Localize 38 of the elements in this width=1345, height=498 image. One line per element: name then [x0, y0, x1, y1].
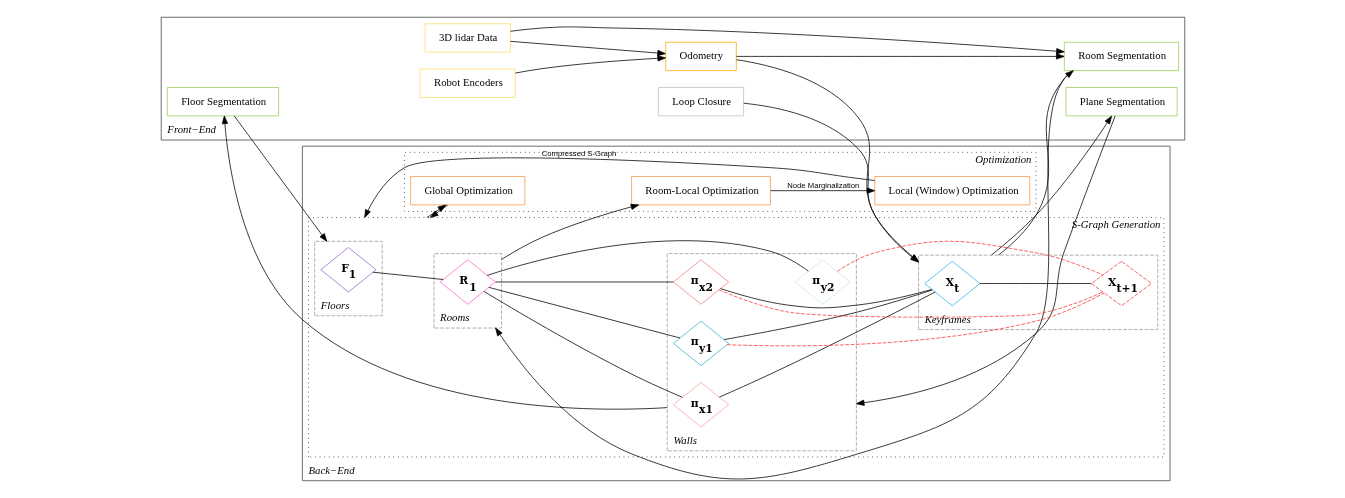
- node-box: Robot Encoders: [419, 68, 516, 98]
- connector: [723, 289, 933, 340]
- arrow: [509, 40, 666, 57]
- connector: [486, 240, 809, 276]
- arrow: [997, 70, 1074, 256]
- node-box: Room Segmentation: [1063, 41, 1179, 71]
- arrow: [514, 55, 666, 74]
- connector: [372, 271, 444, 280]
- arrow: [742, 102, 919, 262]
- arrow: [735, 53, 1064, 60]
- connector: [488, 287, 680, 339]
- arrow: [233, 115, 327, 242]
- arrow: [500, 203, 639, 260]
- arrow: [363, 157, 875, 218]
- connector: [718, 291, 936, 398]
- node-box: Local (Window) Optimization: [873, 176, 1030, 206]
- arrow: [509, 26, 1065, 55]
- node-box: Room-Local Optimization: [630, 176, 771, 206]
- node-box: Loop Closure: [657, 87, 744, 117]
- edge-label: Node Marginalization: [786, 181, 859, 191]
- node-box: Plane Segmentation: [1064, 87, 1177, 117]
- node-box: Global Optimization: [409, 176, 525, 206]
- node-box: Odometry: [664, 41, 737, 71]
- arrow: [221, 115, 668, 410]
- connector: [836, 240, 1103, 276]
- arrow: [735, 59, 919, 263]
- node-box: Floor Segmentation: [166, 87, 279, 117]
- connector: [726, 292, 1104, 347]
- connector: [483, 291, 683, 398]
- arrow: [769, 187, 875, 194]
- node-box: 3D lidar Data: [424, 23, 511, 53]
- connector: [718, 289, 1103, 318]
- arrow: [990, 115, 1112, 256]
- edge-label: Compressed S-Graph: [541, 149, 616, 159]
- arrow: [855, 115, 1116, 406]
- connector: [719, 288, 932, 309]
- arrow: [494, 70, 1073, 480]
- connector: [979, 283, 1092, 284]
